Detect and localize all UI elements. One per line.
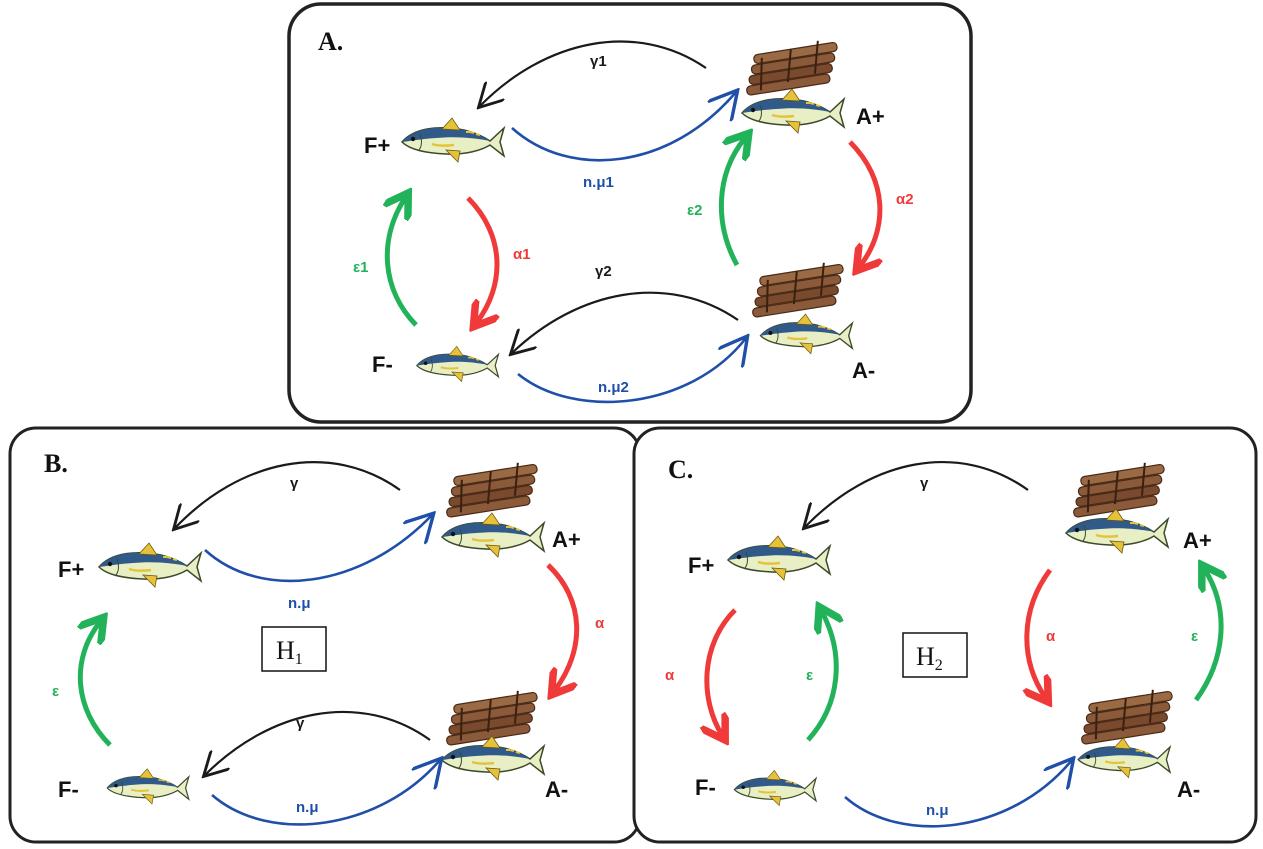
arrow-eps-left (806, 612, 836, 742)
panel-b-label: B. (44, 449, 68, 478)
state-f-minus: F- (58, 777, 79, 802)
panel-a-label: A. (318, 27, 343, 56)
rate-eps-left: ε1 (353, 259, 368, 276)
hypothesis-box-h2 (902, 632, 968, 678)
rate-eps-right: ε (1191, 628, 1198, 645)
state-f-plus: F+ (688, 553, 714, 578)
rate-alpha-left: α (665, 667, 675, 684)
state-a-minus: A- (545, 777, 568, 802)
rate-alpha-right: α2 (896, 191, 914, 208)
state-f-minus: F- (695, 775, 716, 800)
rate-eps-left: ε (806, 667, 813, 684)
state-a-minus: A- (852, 358, 875, 383)
rate-gamma-bottom: γ2 (595, 263, 612, 280)
rate-eps-right: ε2 (687, 202, 702, 219)
rate-gamma-top: γ (920, 475, 929, 492)
rate-eps-left: ε (52, 683, 59, 700)
rate-alpha-right: α (1046, 628, 1056, 645)
arrow-eps-left (80, 622, 112, 747)
state-f-plus: F+ (364, 133, 390, 158)
state-a-plus: A+ (856, 104, 885, 129)
arrow-eps-left (387, 198, 418, 327)
arrow-alpha-left (466, 196, 497, 322)
arrow-alpha-right (546, 563, 580, 690)
rate-gamma-top: γ (290, 475, 299, 492)
rate-gamma-top: γ1 (590, 53, 607, 70)
state-a-plus: A+ (1183, 528, 1212, 553)
rate-alpha-right: α (595, 615, 605, 632)
state-f-plus: F+ (58, 557, 84, 582)
rate-mu-bottom: n.μ2 (598, 379, 629, 396)
arrow-gamma-bottom (205, 710, 431, 775)
hypothesis-h1: H1 (276, 636, 303, 668)
arrow-gamma-top (805, 461, 1029, 527)
arrow-mu-bottom (844, 760, 1072, 828)
arrow-alpha-right (848, 140, 880, 266)
panel-c-label: C. (668, 455, 693, 484)
rate-gamma-bottom: γ (296, 715, 305, 732)
arrow-mu-bottom (517, 338, 746, 404)
hypothesis-h2: H2 (916, 642, 943, 674)
rate-mu-top: n.μ (288, 595, 311, 612)
rate-alpha-left: α1 (513, 246, 531, 263)
state-a-plus: A+ (552, 527, 581, 552)
arrow-mu-top (204, 515, 432, 583)
rate-mu-bottom: n.μ (926, 802, 949, 819)
rate-mu-top: n.μ1 (583, 174, 614, 191)
arrow-mu-bottom (211, 760, 440, 826)
state-f-minus: F- (372, 352, 393, 377)
arrow-gamma-top (175, 461, 401, 528)
arrow-gamma-top (480, 40, 707, 106)
arrow-alpha-left (707, 608, 737, 735)
state-a-minus: A- (1177, 777, 1200, 802)
arrow-eps-right (719, 138, 745, 267)
rate-mu-bottom: n.μ (296, 799, 319, 816)
arrow-gamma-bottom (512, 291, 739, 353)
arrow-alpha-right (1027, 568, 1050, 697)
hypothesis-box-h1 (261, 626, 327, 672)
arrow-mu-top (511, 92, 736, 162)
arrow-eps-right (1193, 570, 1221, 702)
